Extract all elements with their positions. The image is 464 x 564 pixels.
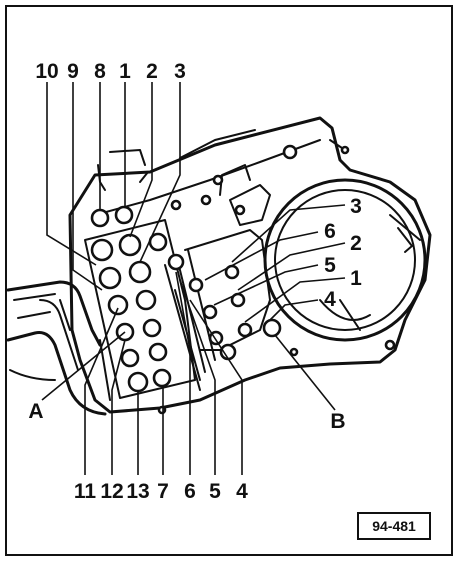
label-right-5: 5 <box>324 254 336 277</box>
label-bottom-6: 6 <box>184 480 196 503</box>
label-right-2: 2 <box>350 232 362 255</box>
contact-holes <box>90 174 299 415</box>
label-bottom-7: 7 <box>157 480 169 503</box>
figure-reference: 94-481 <box>357 512 431 540</box>
label-bottom-4: 4 <box>236 480 248 503</box>
label-b: B <box>330 410 345 433</box>
column-stalk-drawing <box>6 280 107 416</box>
labels-bottom: 11 12 13 7 6 5 4 <box>74 480 248 503</box>
diagram-frame <box>5 5 453 556</box>
label-right-3: 3 <box>350 195 362 218</box>
switch-housing-drawing <box>68 116 432 414</box>
label-bottom-13: 13 <box>126 480 149 503</box>
contact-ring-drawing <box>263 144 427 351</box>
label-top-9: 9 <box>67 60 79 83</box>
label-bottom-5: 5 <box>209 480 221 503</box>
figure-reference-text: 94-481 <box>372 518 416 534</box>
label-right-4: 4 <box>324 288 336 311</box>
label-a: A <box>28 400 43 423</box>
label-bottom-11: 11 <box>74 480 97 503</box>
leader-lines <box>41 82 346 475</box>
label-top-8: 8 <box>94 60 106 83</box>
labels-top: 10 9 8 1 2 3 <box>35 60 186 83</box>
labels-right: 3 6 2 5 1 4 <box>324 195 362 311</box>
label-top-2: 2 <box>146 60 158 83</box>
label-right-1: 1 <box>350 267 362 290</box>
label-right-6: 6 <box>324 220 336 243</box>
label-bottom-12: 12 <box>100 480 123 503</box>
label-top-10: 10 <box>35 60 58 83</box>
label-top-1: 1 <box>119 60 131 83</box>
label-top-3: 3 <box>174 60 186 83</box>
